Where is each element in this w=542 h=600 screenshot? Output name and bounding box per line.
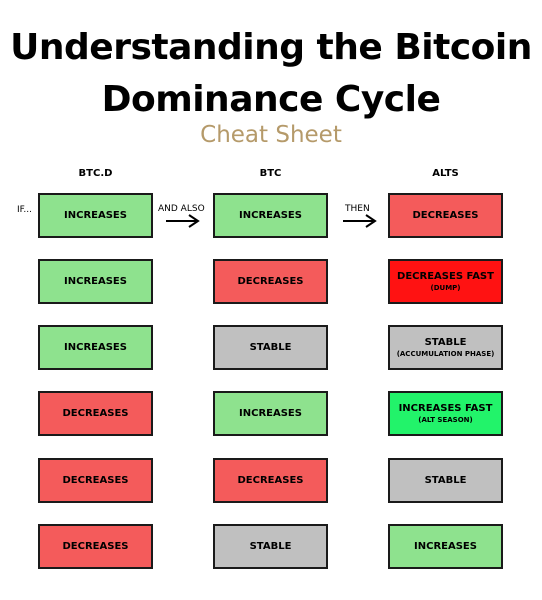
cell-label: INCREASES — [239, 209, 302, 221]
if-label: IF... — [17, 205, 32, 215]
cell-label: INCREASES — [64, 275, 127, 287]
title-line-2: Dominance Cycle — [101, 79, 441, 120]
and-also-label: AND ALSO — [158, 204, 205, 214]
alts-cell: STABLE(ACCUMULATION PHASE) — [388, 325, 503, 370]
btc-cell: DECREASES — [213, 259, 328, 304]
cell-label: INCREASES — [64, 341, 127, 353]
btc-cell: STABLE — [213, 524, 328, 569]
column-header-alts: ALTS — [432, 168, 459, 179]
alts-cell: DECREASES — [388, 193, 503, 238]
cell-note: (ALT SEASON) — [418, 415, 473, 424]
cell-label: INCREASES — [64, 209, 127, 221]
cell-label: DECREASES — [62, 407, 129, 419]
cell-label: STABLE — [249, 540, 292, 552]
btcd-cell: DECREASES — [38, 391, 153, 436]
subtitle: Cheat Sheet — [200, 122, 342, 148]
cell-label: STABLE — [424, 336, 467, 348]
cell-label: INCREASES FAST — [398, 402, 493, 414]
btcd-cell: DECREASES — [38, 458, 153, 503]
cell-note: (DUMP) — [430, 283, 461, 292]
btcd-cell: INCREASES — [38, 193, 153, 238]
cell-note: (ACCUMULATION PHASE) — [396, 349, 495, 358]
btcd-cell: DECREASES — [38, 524, 153, 569]
btc-cell: STABLE — [213, 325, 328, 370]
cell-label: INCREASES — [239, 407, 302, 419]
alts-cell: INCREASES — [388, 524, 503, 569]
cell-label: STABLE — [424, 474, 467, 486]
alts-cell: INCREASES FAST(ALT SEASON) — [388, 391, 503, 436]
alts-cell: DECREASES FAST(DUMP) — [388, 259, 503, 304]
btc-cell: DECREASES — [213, 458, 328, 503]
column-header-btcd: BTC.D — [78, 168, 113, 179]
cell-label: INCREASES — [414, 540, 477, 552]
right-arrow-icon — [166, 214, 200, 228]
btcd-cell: INCREASES — [38, 259, 153, 304]
cell-label: DECREASES — [412, 209, 479, 221]
cell-label: DECREASES — [237, 275, 304, 287]
title-line-1: Understanding the Bitcoin — [10, 27, 532, 68]
cell-label: STABLE — [249, 341, 292, 353]
btcd-cell: INCREASES — [38, 325, 153, 370]
cell-label: DECREASES FAST — [397, 270, 494, 282]
cell-label: DECREASES — [237, 474, 304, 486]
alts-cell: STABLE — [388, 458, 503, 503]
column-header-btc: BTC — [259, 168, 282, 179]
right-arrow-icon — [343, 214, 377, 228]
btc-cell: INCREASES — [213, 391, 328, 436]
cell-label: DECREASES — [62, 474, 129, 486]
btc-cell: INCREASES — [213, 193, 328, 238]
cell-label: DECREASES — [62, 540, 129, 552]
then-label: THEN — [345, 204, 370, 214]
